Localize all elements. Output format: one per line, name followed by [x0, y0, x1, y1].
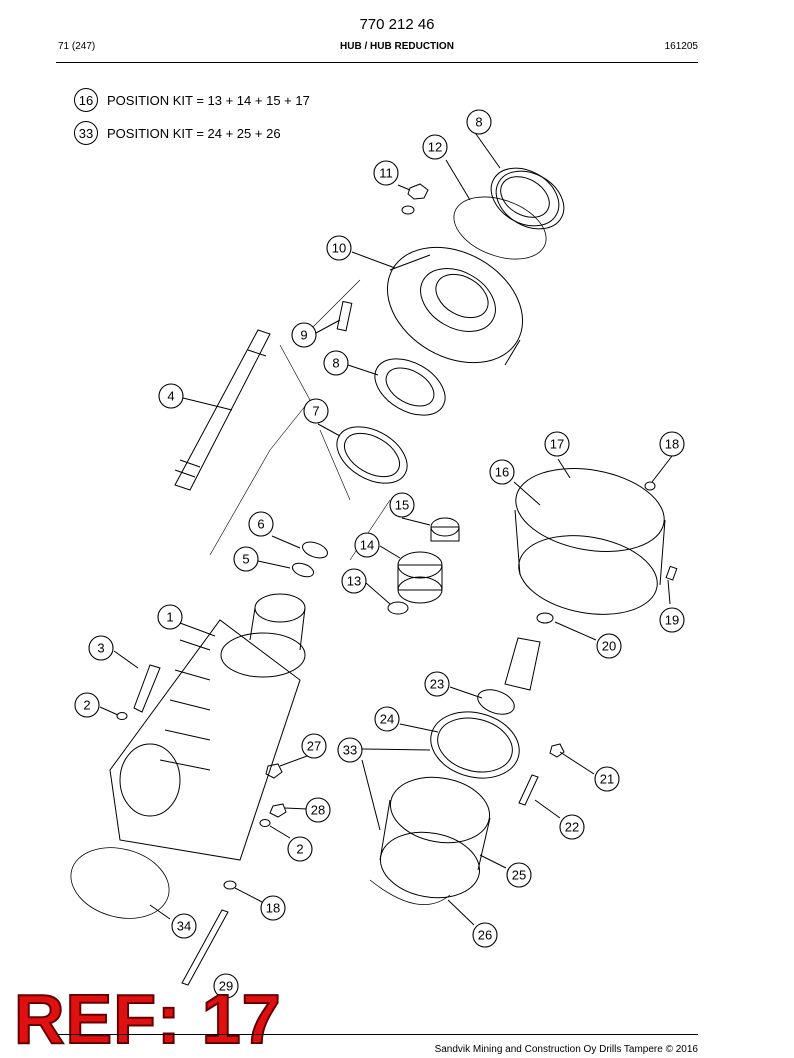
kit-description: POSITION KIT = 24 + 25 + 26	[107, 125, 281, 141]
kit-line-16: 16 POSITION KIT = 13 + 14 + 15 + 17	[74, 87, 310, 113]
callout-10: 10	[326, 235, 352, 261]
svg-text:26: 26	[478, 928, 492, 943]
svg-text:21: 21	[600, 772, 614, 787]
kit-number-badge: 33	[74, 121, 98, 145]
callout-labels: 8 12 11 10 9 8 4 7 17 18 16 15 6 5 14 13…	[74, 109, 685, 999]
svg-text:22: 22	[565, 820, 579, 835]
callout-17: 17	[544, 431, 570, 457]
callout-3: 3	[88, 635, 114, 661]
svg-text:14: 14	[360, 538, 374, 553]
callout-5: 5	[233, 546, 259, 572]
svg-text:28: 28	[311, 803, 325, 818]
svg-text:8: 8	[332, 356, 339, 371]
kit-description: POSITION KIT = 13 + 14 + 15 + 17	[107, 92, 310, 108]
callout-1: 1	[157, 604, 183, 630]
callout-6: 6	[248, 511, 274, 537]
svg-text:16: 16	[495, 465, 509, 480]
callout-21: 21	[594, 766, 620, 792]
callout-11: 11	[373, 160, 399, 186]
callout-29: 29	[213, 973, 239, 999]
kit-number-badge: 16	[74, 88, 98, 112]
callout-8-lower: 8	[323, 350, 349, 376]
footer-copyright: Sandvik Mining and Construction Oy Drill…	[434, 1044, 698, 1055]
callout-2-right: 2	[287, 836, 313, 862]
svg-text:2: 2	[296, 842, 303, 857]
callout-34: 34	[171, 913, 197, 939]
svg-text:29: 29	[219, 979, 233, 994]
svg-text:3: 3	[97, 641, 104, 656]
callout-19: 19	[659, 607, 685, 633]
callout-25: 25	[506, 862, 532, 888]
svg-text:17: 17	[550, 437, 564, 452]
svg-text:33: 33	[343, 743, 357, 758]
callout-23: 23	[424, 671, 450, 697]
svg-text:4: 4	[167, 389, 174, 404]
callout-18-top: 18	[659, 431, 685, 457]
section-title: HUB / HUB REDUCTION	[340, 41, 454, 52]
svg-text:27: 27	[307, 739, 321, 754]
svg-text:1: 1	[166, 610, 173, 625]
callout-9: 9	[291, 322, 317, 348]
svg-text:9: 9	[300, 328, 307, 343]
svg-text:18: 18	[665, 437, 679, 452]
page-number: 71 (247)	[58, 41, 96, 52]
callout-15: 15	[389, 492, 415, 518]
svg-text:11: 11	[379, 166, 393, 181]
ref-stamp: REF: 17	[13, 980, 282, 1058]
callout-20: 20	[596, 633, 622, 659]
svg-text:19: 19	[665, 613, 679, 628]
callout-7: 7	[303, 398, 329, 424]
svg-text:5: 5	[242, 552, 249, 567]
svg-text:2: 2	[83, 698, 90, 713]
svg-text:7: 7	[312, 404, 319, 419]
kit-line-33: 33 POSITION KIT = 24 + 25 + 26	[74, 120, 281, 146]
header-divider	[56, 62, 698, 63]
callout-16: 16	[489, 459, 515, 485]
svg-text:23: 23	[430, 677, 444, 692]
footer-divider	[56, 1034, 698, 1035]
svg-text:20: 20	[602, 639, 616, 654]
svg-text:13: 13	[347, 574, 361, 589]
callout-27: 27	[301, 733, 327, 759]
svg-text:25: 25	[512, 868, 526, 883]
svg-text:6: 6	[257, 517, 264, 532]
callout-14: 14	[354, 532, 380, 558]
svg-text:15: 15	[395, 498, 409, 513]
part-outlines	[70, 133, 678, 986]
callout-33: 33	[337, 737, 363, 763]
callout-26: 26	[472, 922, 498, 948]
document-number: 770 212 46	[359, 16, 435, 33]
callout-8-top: 8	[466, 109, 492, 135]
svg-text:10: 10	[332, 241, 346, 256]
svg-text:12: 12	[428, 140, 442, 155]
callout-28: 28	[305, 797, 331, 823]
svg-text:34: 34	[177, 919, 191, 934]
callout-13: 13	[341, 568, 367, 594]
svg-text:18: 18	[266, 901, 280, 916]
callout-18-bottom: 18	[260, 895, 286, 921]
callout-22: 22	[559, 814, 585, 840]
callout-2-left: 2	[74, 692, 100, 718]
svg-text:8: 8	[475, 115, 482, 130]
callout-24: 24	[374, 706, 400, 732]
callout-12: 12	[422, 134, 448, 160]
callout-4: 4	[158, 383, 184, 409]
date-code: 161205	[664, 41, 698, 52]
svg-text:24: 24	[380, 712, 394, 727]
